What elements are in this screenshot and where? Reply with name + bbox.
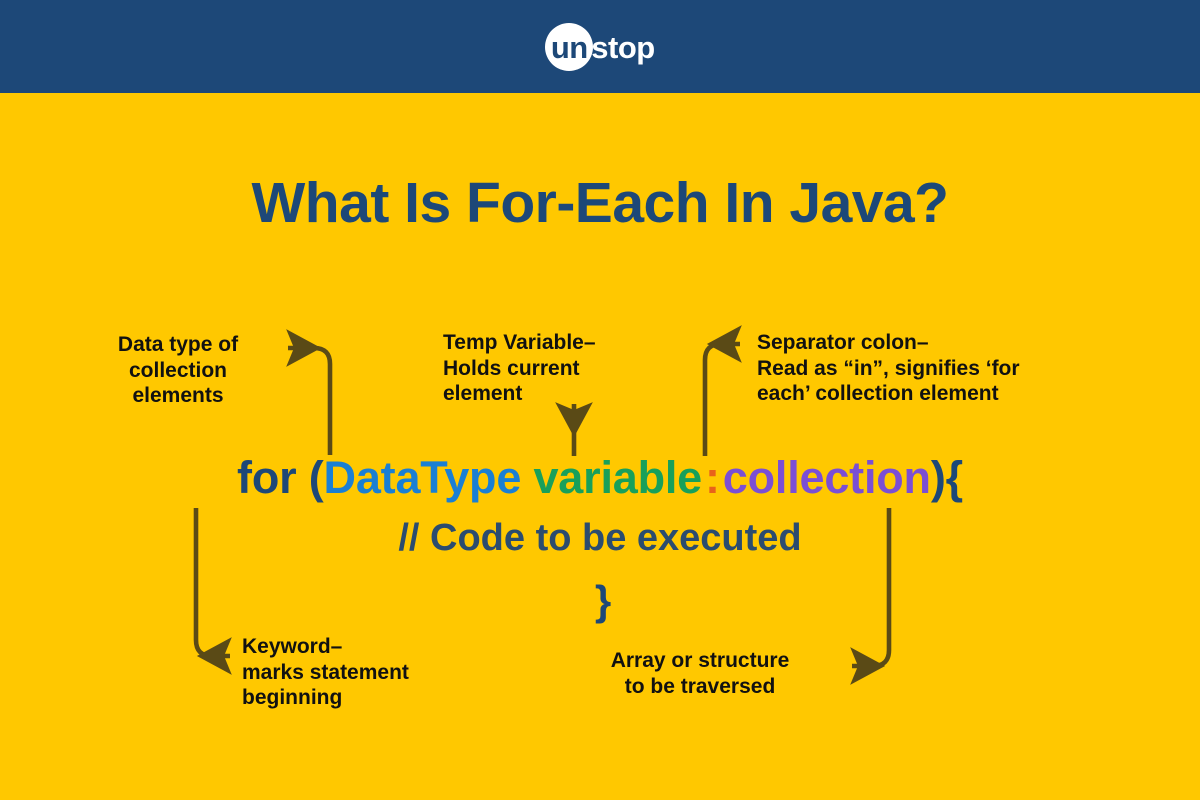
annotation-array-line1: Array or structure [610,649,790,672]
annotation-array: Array or structure to be traversed [560,648,840,699]
logo-mark-text: un [550,30,588,65]
annotation-datatype-line3: elements [132,384,224,408]
code-token-close-paren-brace: ){ [930,452,963,503]
code-token-variable: variable [533,452,702,503]
annotation-separator-colon: Separator colon– Read as “in”, signifies… [757,330,1097,407]
logo-circle-icon: un [545,22,594,71]
annotation-datatype-line2: collection [128,358,228,382]
code-token-space [521,452,533,503]
annotation-temp-variable-line2: Holds current [443,356,580,380]
annotation-datatype: Data type of collection elements [82,332,274,409]
code-line-signature: for (DataType variable:collection){ [0,450,1200,506]
annotation-keyword-line3: beginning [242,686,343,710]
arrow-to-datatype-label [286,329,333,455]
code-token-collection: collection [722,452,931,503]
annotation-keyword-line1: Keyword– [242,635,343,658]
header-bar: un stop [0,0,1200,93]
annotation-datatype-line1: Data type of [117,333,239,356]
unstop-logo: un stop [545,22,655,71]
annotation-temp-variable-line1: Temp Variable– [443,331,596,354]
logo-word-text: stop [591,30,655,65]
annotation-separator-line2: Read as “in”, signifies ‘for [757,356,1020,380]
annotation-temp-variable-line3: element [443,382,523,406]
code-token-keyword: for ( [237,452,324,503]
annotation-separator-line1: Separator colon– [757,331,929,354]
code-token-datatype: DataType [323,452,522,503]
annotation-separator-line3: each’ collection element [757,382,999,406]
code-block: for (DataType variable:collection){ // C… [0,450,1200,632]
annotation-keyword: Keyword– marks statement beginning [242,634,492,711]
annotation-keyword-line2: marks statement [242,660,409,684]
code-line-closing-brace: } [594,577,612,624]
code-token-colon: : [705,452,720,503]
annotation-temp-variable: Temp Variable– Holds current element [443,330,675,407]
annotation-array-line2: to be traversed [624,674,776,698]
page-title: What Is For-Each In Java? [251,171,950,235]
code-line-comment: // Code to be executed [398,517,802,559]
arrow-to-separator-label [702,325,742,456]
